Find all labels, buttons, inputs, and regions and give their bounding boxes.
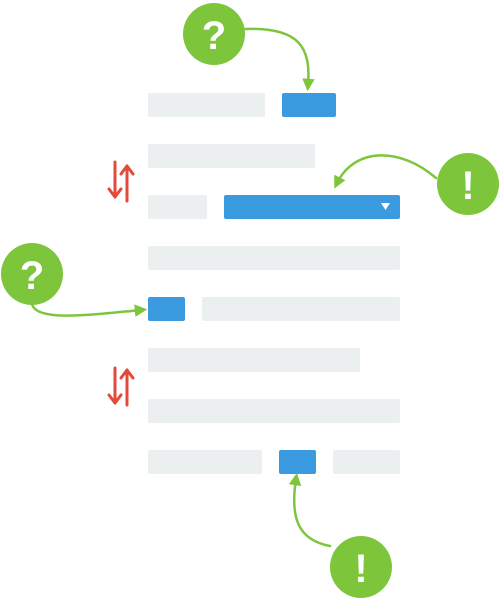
placeholder-bar-row3-label [148,195,207,219]
placeholder-bar-row2 [148,144,315,168]
exclamation-circle-icon [437,153,499,215]
placeholder-bar-row8-left [148,450,262,474]
placeholder-bar-row4 [148,246,400,270]
blue-element-row8-button[interactable] [279,450,316,474]
question-mark-circle-icon [1,243,63,305]
placeholder-bar-row1-label [148,93,265,117]
question-mark-glyph: ? [20,254,44,298]
swap-icon [107,160,135,203]
alert-badge: ! [437,153,499,215]
exclamation-glyph: ! [354,547,367,591]
exclamation-circle-icon [330,536,392,598]
exclamation-glyph: ! [461,164,474,208]
connector-arrow-top [243,27,315,92]
connector-arrow-bottom [288,472,332,548]
blue-element-row3-dropdown[interactable] [224,195,400,219]
placeholder-bar-row5 [202,297,400,321]
question-mark-circle-icon [183,3,245,65]
connector-arrow-right [334,154,438,189]
alert-badge: ! [330,536,392,598]
question-badge: ? [1,243,63,305]
placeholder-bar-row6 [148,348,360,372]
question-mark-glyph: ? [202,14,226,58]
blue-element-row5-checkbox[interactable] [148,297,185,321]
connector-arrow-left [30,302,148,317]
placeholder-bar-row8-right [333,450,400,474]
swap-icon [107,366,135,407]
question-badge: ? [183,3,245,65]
placeholder-bar-row7 [148,399,400,423]
blue-element-row1-button[interactable] [282,93,336,117]
dropdown-caret-icon [381,203,390,210]
